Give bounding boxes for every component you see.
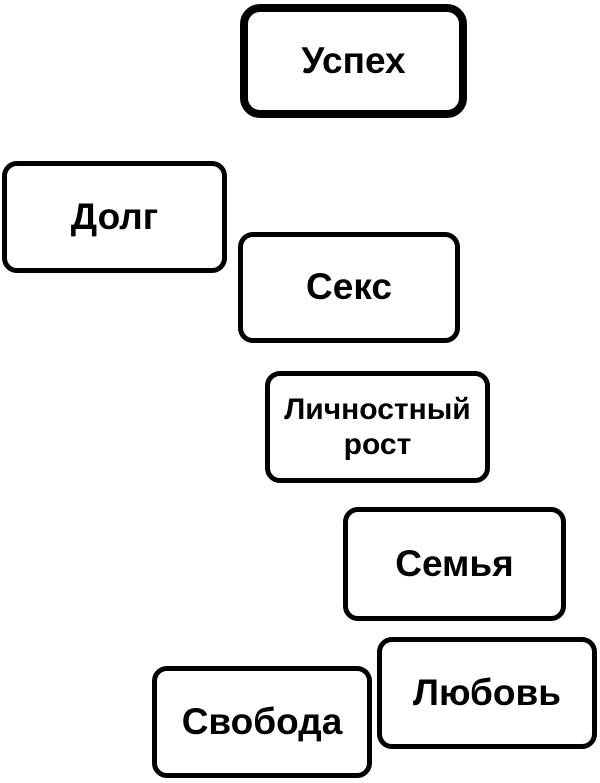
- box-duty: Долг: [2, 161, 227, 273]
- box-duty-label: Долг: [70, 195, 159, 237]
- box-success-label: Успех: [301, 39, 406, 81]
- box-family: Семья: [343, 507, 566, 621]
- box-success: Успех: [240, 4, 467, 118]
- box-personal-growth-label: Личностный рост: [284, 393, 471, 461]
- box-personal-growth: Личностный рост: [265, 371, 490, 483]
- box-freedom-label: Свобода: [181, 700, 343, 742]
- box-freedom: Свобода: [152, 666, 372, 778]
- box-love-label: Любовь: [412, 671, 562, 713]
- box-sex-label: Секс: [306, 266, 392, 308]
- box-sex: Секс: [238, 232, 460, 343]
- box-love: Любовь: [377, 637, 597, 749]
- box-family-label: Семья: [395, 542, 514, 584]
